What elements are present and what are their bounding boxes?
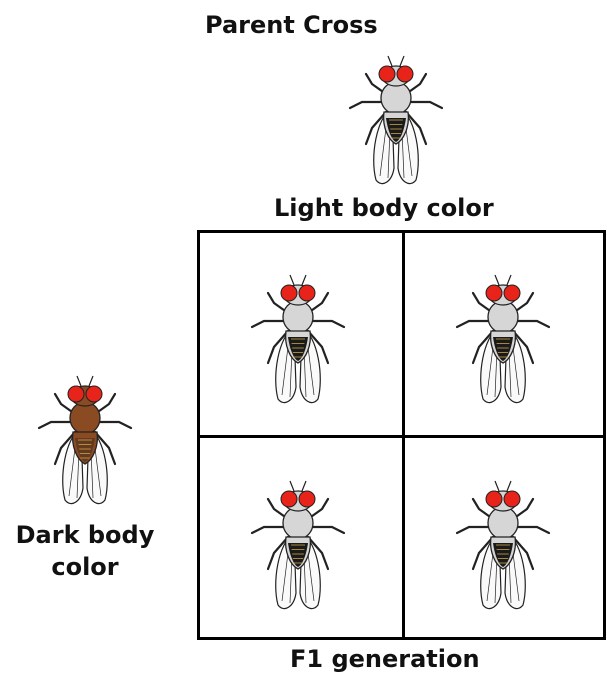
dark-body-color-line2: color (10, 551, 160, 583)
f1-fly-bottom-left-icon (238, 473, 358, 613)
f1-fly-top-right-icon (443, 267, 563, 407)
dark-body-color-label: Dark body color (10, 519, 160, 583)
dark-body-fly-icon (25, 368, 145, 508)
f1-fly-bottom-right-icon (443, 473, 563, 613)
dark-body-color-line1: Dark body (10, 519, 160, 551)
parent-cross-title: Parent Cross (205, 11, 378, 39)
punnett-horizontal-divider (200, 435, 603, 438)
light-body-fly-icon (336, 48, 456, 188)
light-body-color-label: Light body color (274, 194, 494, 222)
punnett-square (197, 230, 606, 640)
f1-fly-top-left-icon (238, 267, 358, 407)
f1-generation-label: F1 generation (290, 645, 480, 673)
